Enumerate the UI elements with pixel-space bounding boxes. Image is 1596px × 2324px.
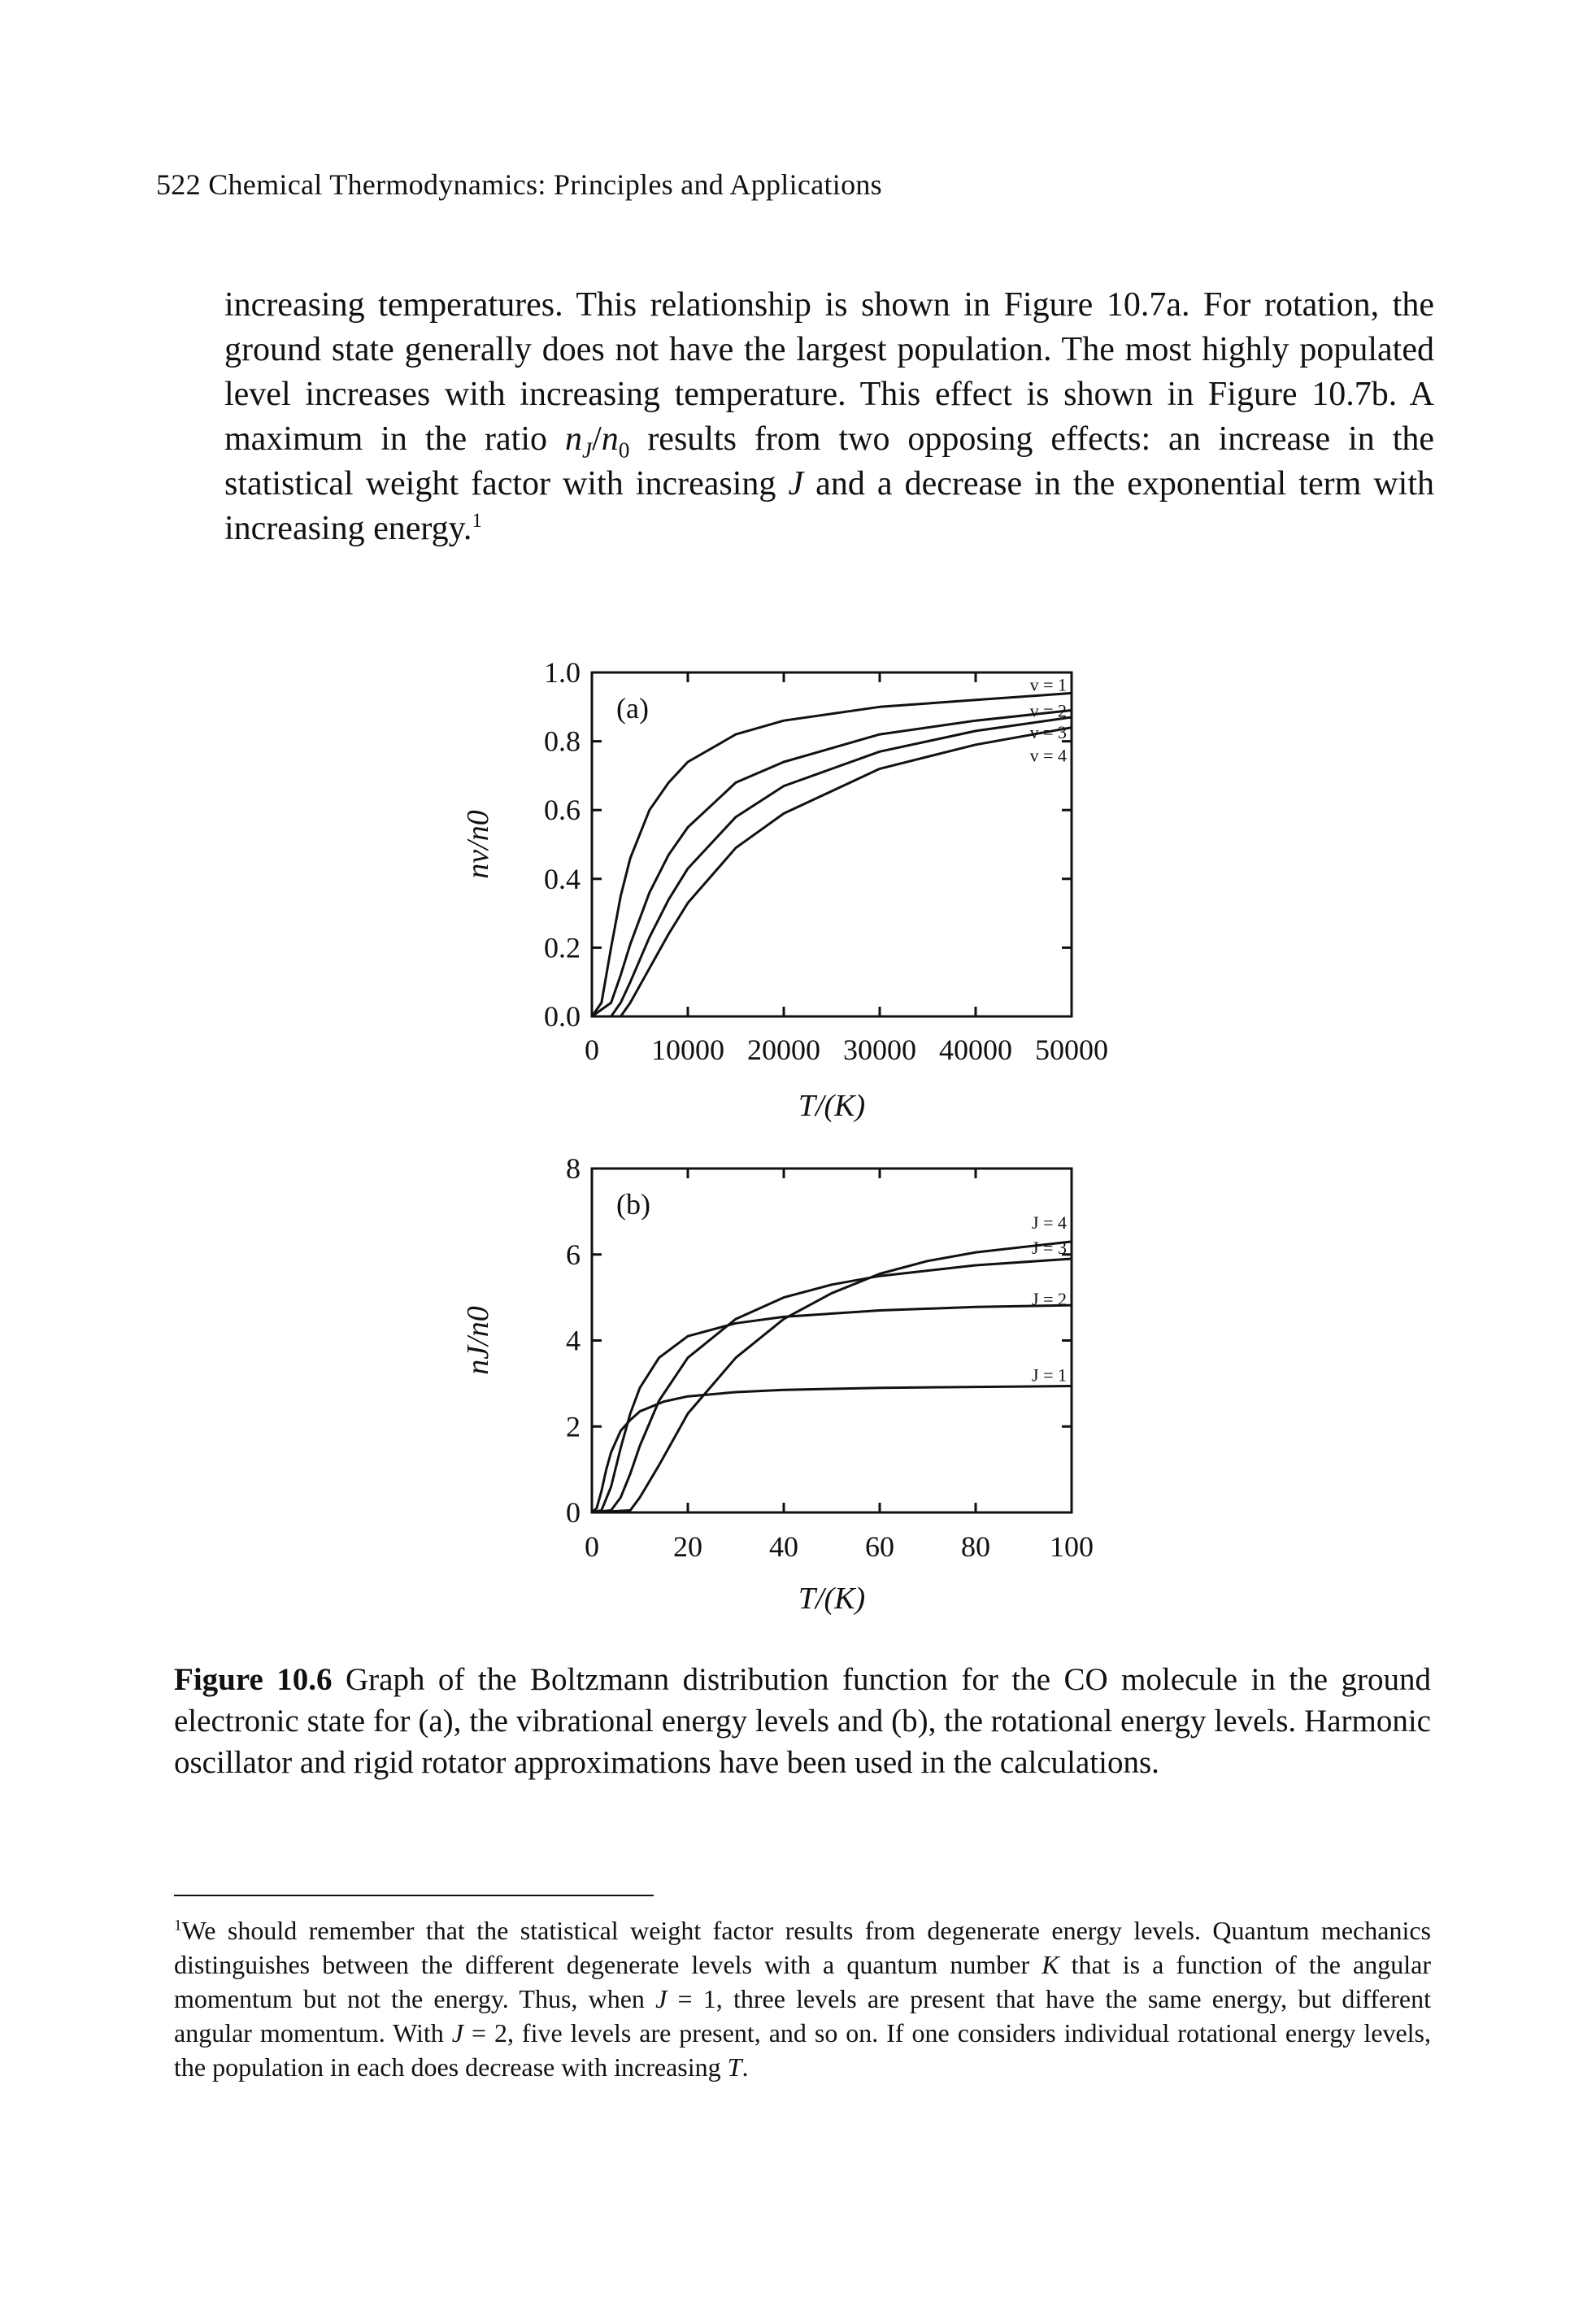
footnote-part4: = 2, five levels are present, and so on.… bbox=[174, 2018, 1432, 2082]
series-line bbox=[591, 1257, 1072, 1514]
y-tick-label: 6 bbox=[566, 1238, 581, 1271]
y-tick-label: 1.0 bbox=[544, 656, 581, 689]
body-text-part2: results from two opposing effects: an in… bbox=[224, 420, 1435, 503]
y-tick-label: 4 bbox=[566, 1325, 581, 1357]
footnote-j2: J bbox=[451, 2018, 463, 2048]
ratio-sub-j: J bbox=[581, 437, 593, 463]
footnote: 1We should remember that the statistical… bbox=[174, 1913, 1431, 2084]
y-tick-label: 0.8 bbox=[544, 725, 581, 758]
y-tick-label: 2 bbox=[566, 1410, 581, 1443]
x-tick-label: 40000 bbox=[939, 1034, 1012, 1066]
ratio-denominator: n bbox=[601, 420, 619, 458]
plot-frame bbox=[590, 671, 1073, 1018]
series-line bbox=[592, 726, 1072, 1018]
y-tick-label: 0.0 bbox=[544, 1000, 581, 1033]
y-tick-label: 0.4 bbox=[544, 863, 581, 895]
series-line bbox=[591, 1240, 1072, 1514]
ratio-sub-0: 0 bbox=[618, 437, 630, 463]
body-paragraph: increasing temperatures. This relationsh… bbox=[224, 283, 1434, 551]
x-tick-label: 10000 bbox=[651, 1034, 724, 1066]
y-axis-label: nJ/n0 bbox=[461, 1306, 495, 1374]
series-line bbox=[591, 709, 1072, 1018]
figure-caption: Figure 10.6 Graph of the Boltzmann distr… bbox=[174, 1659, 1431, 1783]
caption-label: Figure 10.6 bbox=[174, 1662, 333, 1697]
footnote-rule bbox=[174, 1895, 654, 1896]
chart-panel-b: 0 20 40 60 80 100 0 2 4 6 8T/(K) nJ/n0 (b) J = 4 J = 3… bbox=[461, 1152, 1094, 1616]
x-tick-label: 0 bbox=[585, 1530, 599, 1563]
ratio-numerator: n bbox=[564, 420, 582, 458]
x-tick-label: 20000 bbox=[747, 1034, 820, 1066]
series-line bbox=[592, 716, 1072, 1018]
x-tick-label: 100 bbox=[1050, 1530, 1094, 1563]
x-tick-label: 20 bbox=[673, 1530, 702, 1563]
y-axis-label: nv/n0 bbox=[461, 810, 495, 878]
series-label: v = 3 bbox=[1030, 722, 1067, 742]
footnote-part2: that is a function of the angular moment… bbox=[174, 1950, 1432, 2013]
series-label: v = 4 bbox=[1030, 746, 1067, 766]
chart-panel-a: 0 10000 20000 30000 40000 50000 0.0 0.2 0.4 0.6 0.… bbox=[461, 656, 1108, 1123]
body-text-part3: and a decrease in the exponential term w… bbox=[224, 465, 1434, 547]
x-tick-label: 40 bbox=[769, 1530, 798, 1563]
series-label: v = 1 bbox=[1030, 674, 1067, 694]
series-line bbox=[591, 1303, 1072, 1514]
y-tick-label: 8 bbox=[566, 1152, 581, 1185]
footnote-j1: J bbox=[655, 1984, 668, 2013]
x-tick-label: 60 bbox=[865, 1530, 894, 1563]
y-tick-label: 0 bbox=[566, 1496, 581, 1529]
series-label: J = 1 bbox=[1032, 1365, 1067, 1386]
series-line bbox=[590, 691, 1072, 1017]
series-label: J = 4 bbox=[1032, 1212, 1067, 1233]
caption-text: Graph of the Boltzmann distribution func… bbox=[174, 1662, 1431, 1780]
x-tick-label: 0 bbox=[585, 1034, 599, 1066]
body-j-symbol: J bbox=[788, 465, 804, 503]
footnote-k: K bbox=[1042, 1950, 1059, 1979]
panel-label: (a) bbox=[616, 692, 649, 725]
x-tick-label: 80 bbox=[961, 1530, 990, 1563]
plot-frame bbox=[590, 1167, 1073, 1514]
footnote-part5: . bbox=[741, 2052, 749, 2082]
footnote-part3: = 1, three levels are present that have … bbox=[174, 1984, 1432, 2048]
body-text-part1: increasing temperatures. This relationsh… bbox=[224, 286, 1434, 458]
ratio-slash: / bbox=[592, 420, 602, 458]
panel-label: (b) bbox=[616, 1188, 650, 1221]
footnote-t: T bbox=[727, 2052, 742, 2082]
series-label: v = 2 bbox=[1030, 701, 1067, 721]
series-label: J = 3 bbox=[1032, 1238, 1067, 1258]
x-tick-label: 30000 bbox=[843, 1034, 916, 1066]
x-axis-label: T/(K) bbox=[798, 1582, 865, 1616]
series-label: J = 2 bbox=[1032, 1289, 1067, 1309]
x-tick-label: 50000 bbox=[1035, 1034, 1108, 1066]
footnote-part1: We should remember that the statistical … bbox=[174, 1916, 1431, 1979]
y-tick-label: 0.2 bbox=[544, 931, 581, 964]
series-line bbox=[590, 1385, 1072, 1514]
y-tick-label: 0.6 bbox=[544, 794, 581, 826]
running-head: 522 Chemical Thermodynamics: Principles … bbox=[156, 168, 882, 201]
x-axis-label: T/(K) bbox=[798, 1089, 865, 1123]
footnote-reference: 1 bbox=[472, 510, 482, 532]
footnote-mark: 1 bbox=[174, 1917, 182, 1934]
